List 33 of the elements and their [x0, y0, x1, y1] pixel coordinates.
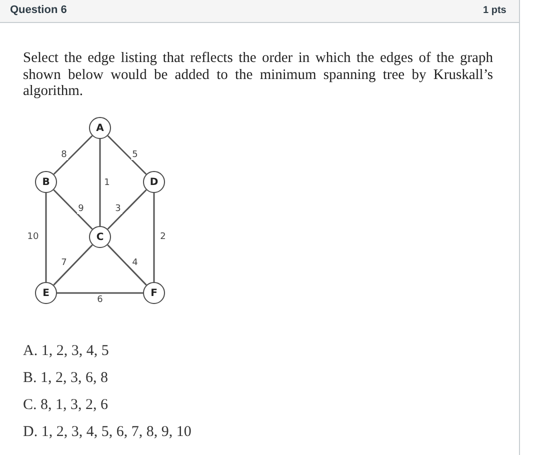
edge-line [53, 189, 93, 230]
graph-vertex: B [35, 171, 57, 193]
answer-option: C. 8, 1, 3, 2, 6 [23, 397, 108, 414]
edge-line [107, 189, 147, 230]
edge-label: 4 [131, 258, 139, 268]
edge-line [107, 244, 147, 286]
edge-label: 3 [114, 204, 122, 214]
points-label: 1 pts [483, 5, 506, 16]
edge-label: 7 [60, 258, 68, 268]
edge-line [53, 135, 93, 175]
edge-line [153, 193, 155, 282]
answer-option: B. 1, 2, 3, 6, 8 [23, 370, 108, 387]
edge-label: 6 [96, 295, 104, 305]
edge-line [57, 292, 143, 294]
edge-line [107, 135, 147, 175]
graph-vertex: E [35, 282, 57, 304]
edge-line [99, 139, 101, 226]
edge-label: 9 [77, 204, 85, 214]
graph-vertex: C [89, 226, 111, 248]
graph-vertex: F [143, 282, 165, 304]
question-title: Question 6 [10, 4, 67, 16]
answer-option: D. 1, 2, 3, 4, 5, 6, 7, 8, 9, 10 [23, 424, 192, 441]
graph-vertex: D [143, 171, 165, 193]
edge-label: 10 [26, 232, 40, 242]
edge-label: 5 [131, 150, 139, 160]
edge-label: 8 [60, 150, 68, 160]
edge-label: 2 [159, 232, 167, 242]
answer-option: A. 1, 2, 3, 4, 5 [23, 343, 109, 360]
question-text: Select the edge listing that reflects the order in which the edges of the graph shown below would be added to the minimum spanning tree by Kruskall’s algorithm. [23, 50, 493, 100]
edge-label: 1 [103, 178, 111, 188]
graph-vertex: A [89, 117, 111, 139]
edge-line [45, 193, 47, 282]
edge-line [53, 244, 93, 286]
